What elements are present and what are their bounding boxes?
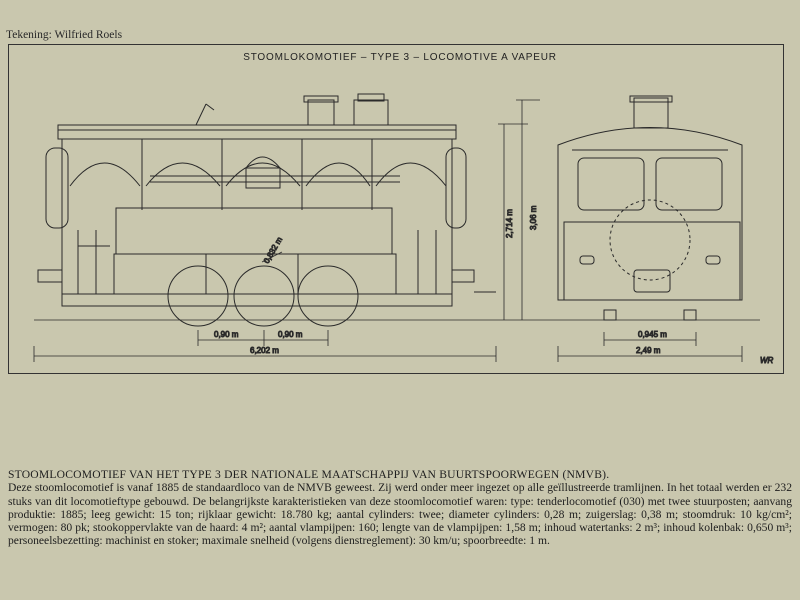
- front-boiler-outline: [609, 199, 691, 281]
- dim-gauge: 0,945 m: [638, 330, 667, 339]
- front-coupler: [633, 269, 671, 293]
- drawing-title: STOOMLOKOMOTIEF – TYPE 3 – LOCOMOTIVE A …: [243, 52, 557, 63]
- side-roof: [57, 124, 457, 140]
- drawing-frame: [8, 44, 784, 374]
- caption-block: STOOMLOCOMOTIEF VAN HET TYPE 3 DER NATIO…: [8, 468, 792, 548]
- side-view: [37, 93, 496, 327]
- caption-body: Deze stoomlocomotief is vanaf 1885 de st…: [8, 481, 792, 548]
- side-frame: [61, 293, 453, 307]
- front-window-left: [577, 157, 645, 211]
- dim-wheel-spacing-1: 0,90 m: [214, 330, 239, 339]
- front-buffer: [37, 269, 63, 283]
- side-water-tank: [115, 207, 393, 255]
- drawing-signature: WR: [760, 356, 774, 365]
- side-rear-end: [445, 147, 467, 229]
- dimension-lines: [33, 99, 760, 362]
- dim-wheel-diameter: 0,832 m: [262, 235, 284, 265]
- front-view: [557, 95, 743, 321]
- caption-heading: STOOMLOCOMOTIEF VAN HET TYPE 3 DER NATIO…: [8, 468, 610, 481]
- front-tank: [563, 221, 741, 301]
- dim-height-1: 2,714 m: [505, 209, 514, 238]
- drawing-credit: Tekening: Wilfried Roels: [6, 29, 123, 41]
- dim-height-2: 3,06 m: [529, 205, 538, 230]
- dim-total-length: 6,202 m: [250, 346, 279, 355]
- dim-width: 2,49 m: [636, 346, 661, 355]
- side-wheel-3: [297, 265, 359, 327]
- side-skirt: [113, 253, 397, 295]
- side-wheel-2: [233, 265, 295, 327]
- front-body: [557, 127, 743, 301]
- front-window-right: [655, 157, 723, 211]
- dim-wheel-spacing-2: 0,90 m: [278, 330, 303, 339]
- front-chimney: [633, 97, 669, 129]
- side-chimney: [307, 99, 335, 126]
- rear-buffer: [451, 269, 475, 283]
- side-wheel-1: [167, 265, 229, 327]
- side-front-end: [45, 147, 69, 229]
- side-dome: [353, 99, 389, 126]
